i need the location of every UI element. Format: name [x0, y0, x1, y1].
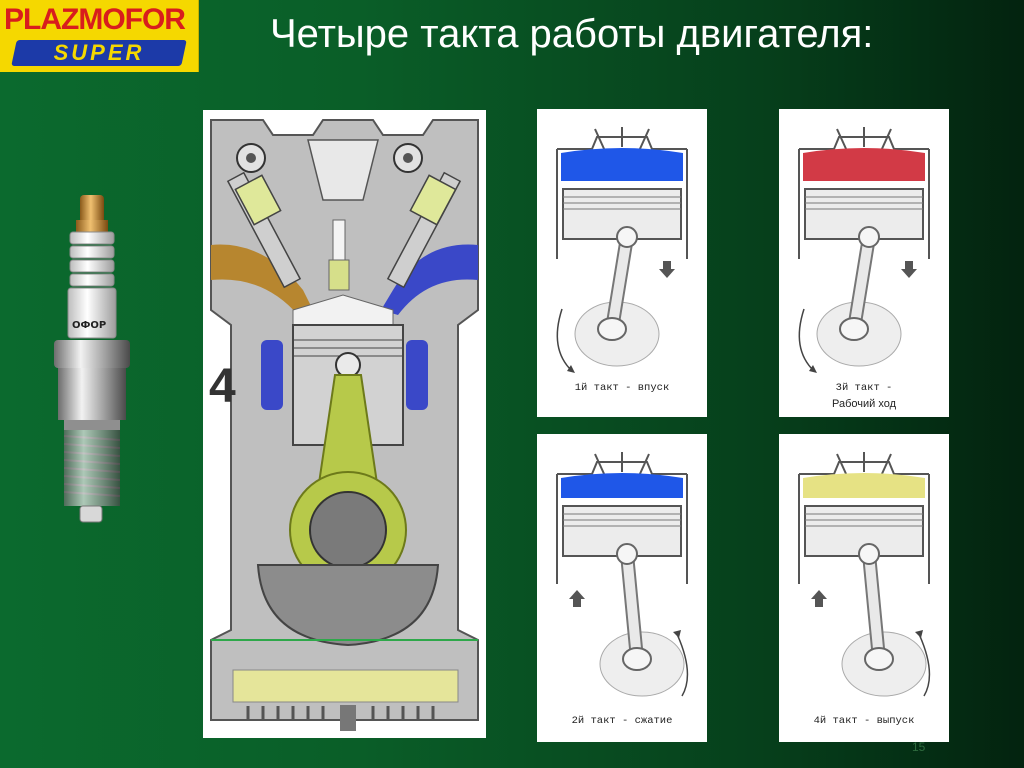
piston-direction-arrow [901, 261, 917, 278]
spark-plug-label: ОФОР [72, 320, 106, 331]
rotation-arrowhead [915, 630, 923, 638]
card-caption: 2й такт - сжатие [571, 715, 673, 727]
connecting-rod-fill [622, 549, 642, 664]
stroke-card-power: 3й такт - Рабочий ход [779, 109, 949, 417]
power-stroke-diagram [798, 127, 930, 373]
compression-stroke-diagram [556, 452, 689, 697]
cylinder-wall [556, 149, 688, 259]
intake-valve [836, 453, 848, 477]
cylinder-wall [798, 474, 930, 584]
wrist-pin [616, 226, 638, 248]
stroke-card-exhaust: 4й такт - выпуск [779, 434, 949, 742]
crank-pin [864, 647, 894, 671]
connecting-rod-fill [849, 232, 874, 334]
cylinder-wall [798, 149, 930, 259]
exhaust-valve [638, 453, 650, 477]
exhaust-valve [880, 453, 892, 477]
page-number: 15 [912, 740, 926, 754]
crank-pin [839, 317, 869, 341]
rotation-arrowhead [809, 365, 817, 373]
connecting-rod-fill [864, 549, 884, 664]
rotation-arrowhead [673, 630, 681, 638]
connecting-rod-fill [607, 232, 632, 334]
wrist-pin [858, 226, 880, 248]
card-caption: 1й такт - впуск [574, 382, 670, 394]
intake-valve [594, 453, 606, 477]
cylinder-charge [803, 148, 925, 181]
logo-brand-text: PLAZMOFOR [4, 3, 186, 36]
cylinder-wall [556, 474, 688, 584]
cylinder-charge [561, 473, 683, 498]
rotation-arrow [676, 633, 689, 697]
wrist-pin [858, 543, 880, 565]
exhaust-stroke-diagram [798, 452, 931, 697]
crank-pin [622, 647, 652, 671]
card-caption: 4й такт - выпуск [813, 715, 915, 727]
piston-direction-arrow [659, 261, 675, 278]
logo-sub-text: SUPER [53, 40, 145, 65]
brand-logo: PLAZMOFOR SUPER [0, 0, 199, 72]
rotation-arrow [918, 633, 931, 697]
engine-cross-section: 4 [203, 110, 486, 738]
piston-direction-arrow [569, 590, 585, 607]
stroke-card-intake: 1й такт - впуск [537, 109, 707, 417]
card-caption-line2: Рабочий ход [831, 398, 896, 410]
intake-stroke-diagram [556, 127, 688, 373]
exhaust-valve [880, 128, 892, 152]
rotation-arrow [798, 308, 815, 372]
stroke-card-compression: 2й такт - сжатие [537, 434, 707, 742]
card-caption-line1: 3й такт - [835, 382, 893, 394]
spark-plug-image: ОФОР [54, 195, 130, 523]
crank-pin [597, 317, 627, 341]
exhaust-valve [638, 128, 650, 152]
rotation-arrow [556, 308, 573, 372]
cylinder-charge [803, 473, 925, 498]
wrist-pin [616, 543, 638, 565]
rotation-arrowhead [567, 365, 575, 373]
cylinder-number: 4 [209, 360, 236, 413]
logo-sub-badge: SUPER [11, 40, 187, 66]
slide-title: Четыре такта работы двигателя: [270, 12, 874, 56]
piston-direction-arrow [811, 590, 827, 607]
intake-valve [594, 128, 606, 152]
cylinder-charge [561, 148, 683, 181]
intake-valve [836, 128, 848, 152]
